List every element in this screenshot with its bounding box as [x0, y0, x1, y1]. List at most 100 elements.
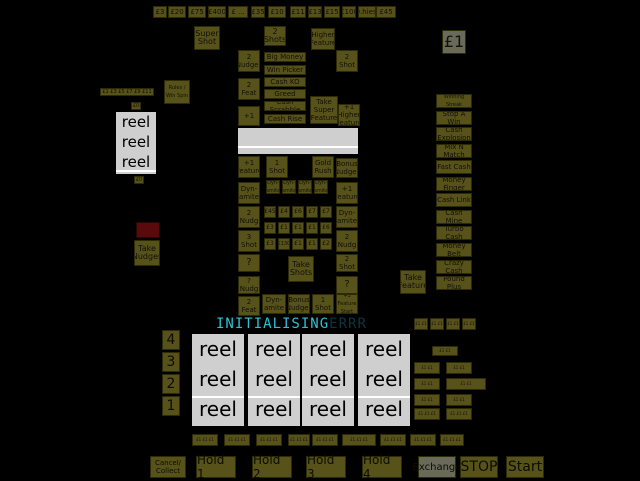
price-lamp: £11	[290, 6, 306, 18]
ladder-lamp: Winning Streak	[436, 94, 472, 108]
payline-lamp: £1 £1 £1	[288, 434, 310, 446]
reel-winline	[358, 396, 410, 398]
super-shot-lamp: Super Shot	[194, 26, 220, 50]
win-lamp: £1 £1	[414, 394, 440, 406]
board-lamp: +1 Feature	[336, 182, 358, 204]
board-lamp: £6	[320, 222, 332, 234]
exchange-button[interactable]: Exchange	[413, 456, 461, 478]
board-lamp: £7	[320, 206, 332, 218]
mini-reel-symbol: reel	[121, 133, 151, 151]
ladder-lamp: Crazy Cash	[436, 260, 472, 274]
board-lamp: Dyn-amite	[282, 180, 296, 194]
feature-display	[238, 128, 358, 154]
price-lamp: D.hiest	[358, 6, 376, 18]
red-indicator-lamp	[136, 222, 160, 238]
board-lamp: +1 Feature	[238, 156, 260, 178]
price-lamp: £15	[324, 6, 340, 18]
board-lamp: Dyn-amite	[314, 180, 328, 194]
reel-symbol: reel	[199, 397, 237, 421]
reel-symbol: reel	[365, 397, 403, 421]
ladder-lamp: Cash Explosion	[436, 127, 472, 141]
reel-symbol: reel	[199, 367, 237, 391]
win-lamp: £1 £1	[446, 378, 486, 390]
board-lamp: ? Nudg	[238, 276, 260, 294]
stop-button[interactable]: STOP	[460, 456, 498, 478]
higher-feature-lamp: Higher Feature	[311, 28, 335, 50]
price-lamp: £ ...	[228, 6, 248, 18]
payline-lamp: £1 £1 £1	[192, 434, 218, 446]
board-lamp: £3	[264, 238, 276, 250]
take-super-feature-lamp: Take Super Feature	[310, 96, 338, 124]
reel-4: reel reel reel	[358, 334, 410, 426]
board-lamp: 2 Nudg	[336, 230, 358, 252]
small-lamp: £1 £1	[414, 318, 428, 330]
stake-2: 2	[162, 374, 180, 394]
reel-1: reel reel reel	[192, 334, 244, 426]
reel-winline	[302, 396, 354, 398]
win-lamp: £1 £1 £1	[414, 408, 440, 420]
reel-symbol: reel	[309, 367, 347, 391]
board-lamp: £130	[278, 238, 290, 250]
board-lamp: +1 Feature Start	[336, 294, 358, 314]
hold-1-button[interactable]: Hold 1	[196, 453, 236, 481]
plus-one-lamp: +1	[238, 106, 260, 126]
reel-symbol: reel	[309, 397, 347, 421]
price-lamp: £100	[342, 6, 356, 18]
take-feature-button[interactable]: Take Feature	[400, 270, 426, 294]
reel-symbol: reel	[309, 337, 347, 361]
take-shots-button[interactable]: Take Shots	[288, 256, 314, 282]
feat-lamp: 2 Feat	[238, 78, 260, 100]
credit-pound-display: £1	[442, 30, 466, 54]
price-lamp: £400	[208, 6, 226, 18]
board-lamp: Dyn-amite	[262, 294, 286, 314]
small-lamp: £1 £1	[462, 318, 476, 330]
payline-lamp: £1 £1 £1	[256, 434, 282, 446]
rules-lamp: Rules / Win Spin	[164, 80, 190, 104]
reel-winline	[248, 396, 300, 398]
mini-reel-symbol: reel	[121, 153, 151, 171]
greed-lamp: Greed	[264, 89, 306, 99]
status-text: INITIALISING	[216, 316, 330, 332]
cancel-collect-button[interactable]: Cancel/ Collect	[150, 456, 186, 478]
price-lamp: £35	[251, 6, 265, 18]
mini-reel: reel reel reel	[116, 112, 156, 174]
start-button[interactable]: Start	[506, 456, 544, 478]
reel-symbol: reel	[199, 337, 237, 361]
ladder-lamp: Money Finger	[436, 177, 472, 191]
board-lamp: Dyn-amite	[298, 180, 312, 194]
ladder-lamp: Money Belt	[436, 243, 472, 257]
ladder-lamp: Mix N Match	[436, 144, 472, 158]
big-money-lamp: Big Money	[264, 52, 306, 62]
board-lamp: Bonus Nudges	[336, 158, 358, 178]
hold-2-button[interactable]: Hold 2	[252, 453, 292, 481]
cash-ko-lamp: Cash KO	[264, 77, 306, 87]
payline-lamp: £1 £1 £1	[224, 434, 250, 446]
board-lamp: 2 Shot	[336, 254, 358, 272]
nudges-lamp: 2 Nudges	[238, 50, 260, 72]
reel-3: reel reel reel	[302, 334, 354, 426]
reel-winline	[192, 396, 244, 398]
board-lamp: 2 Feat	[238, 296, 260, 316]
mini-reel-symbol: reel	[121, 113, 151, 131]
hold-3-button[interactable]: Hold 3	[306, 453, 346, 481]
reel-2: reel reel reel	[248, 334, 300, 426]
board-lamp: Dyn-amite	[266, 180, 280, 194]
payline-lamp: £1 £1 £1	[380, 434, 406, 446]
take-nudges-button[interactable]: Take Nudges	[134, 240, 160, 266]
stake-3: 3	[162, 352, 180, 372]
status-display: INITIALISINGERRR	[216, 316, 367, 332]
cash-scrabble-lamp: Cash Scrabble	[264, 101, 306, 111]
board-lamp: £2	[320, 238, 332, 250]
price-lamp: £20	[168, 6, 186, 18]
board-lamp: £4	[278, 206, 290, 218]
hold-4-button[interactable]: Hold 4	[362, 453, 402, 481]
payline-lamp: £1 £1 £1	[410, 434, 436, 446]
price-lamp: £45	[376, 6, 396, 18]
stake-4: 4	[162, 330, 180, 350]
win-lamp: £1 £1	[414, 362, 440, 374]
higher-feature-small-lamp: +1 Higher Feature	[338, 104, 360, 126]
reel-symbol: reel	[255, 367, 293, 391]
board-lamp: Gold Rush	[312, 156, 334, 178]
win-lamp: £1 £1	[432, 346, 458, 356]
win-lamp: £1 £1	[446, 362, 472, 374]
